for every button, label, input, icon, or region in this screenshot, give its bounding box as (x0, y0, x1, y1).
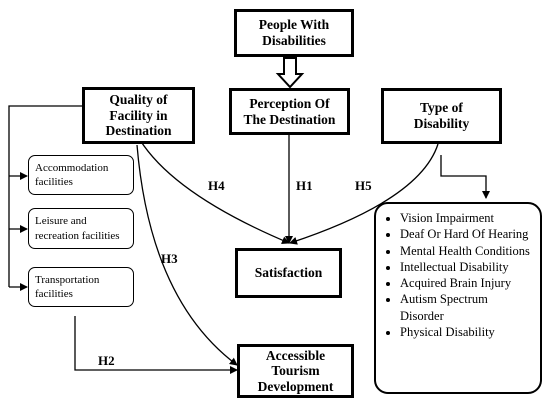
list-item: Autism Spectrum Disorder (400, 291, 534, 324)
type-to-list-arrow (440, 155, 490, 199)
quality-of-facility-box: Quality of Facility in Destination (82, 87, 195, 144)
disability-types-box: Vision Impairment Deaf Or Hard Of Hearin… (374, 202, 542, 394)
list-item: Vision Impairment (400, 210, 534, 226)
accessible-tourism-label: Accessible Tourism Development (257, 347, 334, 394)
hollow-arrow-down-icon (275, 57, 305, 89)
bracket-line (8, 105, 82, 287)
h2-label: H2 (98, 353, 115, 368)
h3-label: H3 (161, 251, 178, 266)
leisure-recreation-facilities-label: Leisure and recreation facilities (35, 215, 120, 242)
list-item: Acquired Brain Injury (400, 275, 534, 291)
satisfaction-label: Satisfaction (254, 265, 323, 281)
accommodation-facilities-label: Accommodation facilities (35, 161, 109, 188)
satisfaction-box: Satisfaction (235, 248, 342, 298)
leisure-recreation-facilities-box: Leisure and recreation facilities (28, 208, 134, 249)
quality-of-facility-label: Quality of Facility in Destination (105, 92, 172, 139)
disability-types-list: Vision Impairment Deaf Or Hard Of Hearin… (384, 210, 534, 340)
list-item: Deaf Or Hard Of Hearing (400, 226, 534, 242)
h1-label: H1 (296, 178, 313, 193)
h2-arrow (74, 316, 238, 374)
type-of-disability-box: Type of Disability (381, 88, 502, 144)
h5-label: H5 (355, 178, 372, 193)
people-with-disabilities-label: People With Disabilities (258, 17, 330, 48)
transportation-facilities-box: Transportation facilities (28, 267, 134, 307)
h3-arrow (136, 144, 238, 366)
h4-arrow (139, 139, 290, 244)
transportation-facilities-label: Transportation facilities (35, 273, 100, 300)
people-with-disabilities-box: People With Disabilities (234, 9, 354, 57)
list-item: Mental Health Conditions (400, 243, 534, 259)
list-item: Physical Disability (400, 324, 534, 340)
accommodation-facilities-box: Accommodation facilities (28, 155, 134, 195)
h5-arrow (289, 143, 439, 245)
perception-of-destination-label: Perception Of The Destination (243, 95, 336, 127)
list-item: Intellectual Disability (400, 259, 534, 275)
accessible-tourism-box: Accessible Tourism Development (237, 344, 354, 398)
type-of-disability-label: Type of Disability (413, 100, 470, 131)
h4-label: H4 (208, 178, 225, 193)
perception-of-destination-box: Perception Of The Destination (229, 88, 350, 135)
